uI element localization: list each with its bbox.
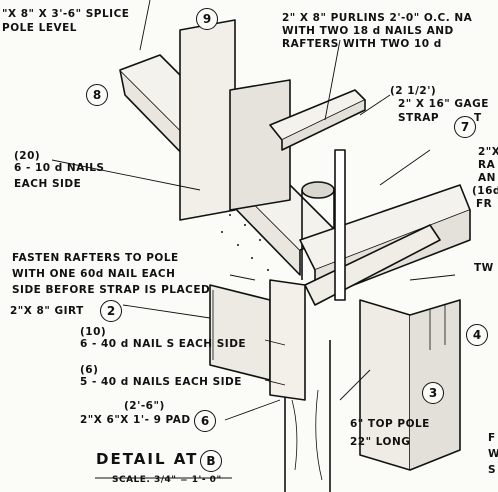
splice-note-line1: "X 8" X 3'-6" SPLICE — [2, 8, 130, 20]
right-note-line2: RA — [478, 159, 496, 171]
strap-note-line2: STRAP — [398, 112, 440, 124]
detail-title: DETAIL AT — [96, 450, 199, 468]
nails20-side: EACH SIDE — [14, 178, 82, 190]
strap-note-line1: 2" X 16" GAGE — [398, 98, 489, 110]
strap — [334, 149, 346, 301]
bottom-right-note-line2: W — [488, 448, 498, 460]
purlins-note-line1: 2" X 8" PURLINS 2'-0" O.C. NA — [282, 12, 473, 24]
nails20-spec: 6 - 10 d NAILS — [14, 162, 105, 174]
right-note-line5: FR — [476, 198, 493, 210]
scale-note: SCALE. 3/4" = 1'- 0" — [112, 475, 222, 485]
fasten-note-line1: FASTEN RAFTERS TO POLE — [12, 252, 179, 264]
pole-note-line2: 22" LONG — [350, 436, 411, 448]
callout-2: 2 — [100, 300, 122, 322]
right-note-line1: 2"X — [478, 146, 498, 158]
pole-note-line1: 6" TOP POLE — [350, 418, 430, 430]
callout-3: 3 — [422, 382, 444, 404]
strap-dimension: (2 1/2') — [390, 85, 437, 97]
callout-7: 7 — [454, 116, 476, 138]
fasten-note-line3: SIDE BEFORE STRAP IS PLACED — [12, 284, 211, 296]
purlins-note-line2: WITH TWO 18 d NAILS AND — [282, 25, 454, 37]
callout-9: 9 — [196, 8, 218, 30]
pad — [269, 279, 306, 401]
girt-note: 2"X 8" GIRT — [10, 305, 84, 317]
pad-dimension: (2'-6") — [124, 400, 165, 412]
detail-ref-circle: B — [200, 450, 222, 472]
nails6-spec: 5 - 40 d NAILS EACH SIDE — [80, 376, 242, 388]
bottom-right-note-line1: F — [488, 432, 496, 444]
right-note-line4: (16d — [472, 185, 498, 197]
splice-note-line2: POLE LEVEL — [2, 22, 77, 34]
nails20-count: (20) — [14, 150, 41, 162]
nails6-count: (6) — [80, 364, 99, 376]
pad-note: 2"X 6"X 1'- 9 PAD — [80, 414, 191, 426]
callout-6: 6 — [194, 410, 216, 432]
strap-note-cut: T — [474, 112, 482, 124]
purlins-note-line3: RAFTERS WITH TWO 10 d — [282, 38, 442, 50]
nails10-count: (10) — [80, 326, 107, 338]
right-note-tw: TW — [474, 262, 494, 274]
right-note-line3: AN — [478, 172, 496, 184]
nails10-spec: 6 - 40 d NAIL S EACH SIDE — [80, 338, 247, 350]
splice-block — [179, 19, 236, 221]
left-girt — [209, 284, 271, 381]
callout-4: 4 — [466, 324, 488, 346]
callout-8: 8 — [86, 84, 108, 106]
fasten-note-line2: WITH ONE 60d NAIL EACH — [12, 268, 176, 280]
bottom-right-note-line3: S — [488, 464, 497, 476]
